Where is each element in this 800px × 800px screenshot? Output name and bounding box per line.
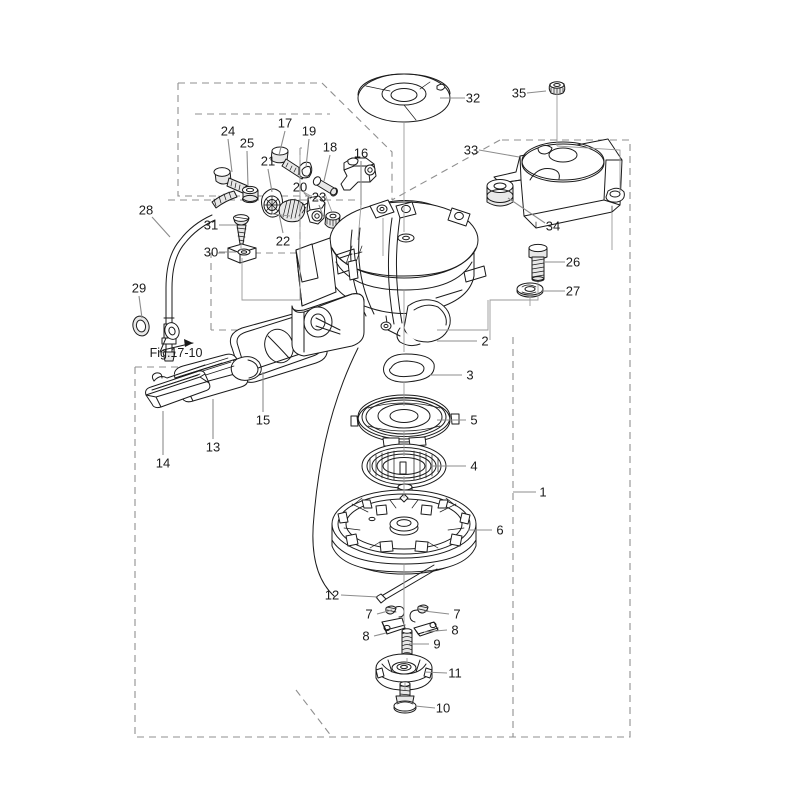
callout-number-handle-insert-cover: 14	[155, 455, 171, 471]
part-2-starter-housing	[291, 199, 487, 357]
part-32-drive-pulley	[357, 73, 451, 123]
part-34-rubber-bushing	[486, 179, 514, 207]
callout-number-hex-flange-bolt: 17	[277, 115, 293, 131]
callout-number-pulley-center-bolt: 10	[435, 700, 451, 716]
callout-number-housing-mount-washer: 27	[565, 283, 581, 299]
part-21-ratchet-cam-plate	[261, 188, 283, 218]
callout-number-ratchet-cam-plate: 21	[260, 153, 276, 169]
callout-number-cable-end-grommet: 29	[131, 280, 147, 296]
part-35-flange-nut	[548, 81, 566, 95]
callout-number-starter-rope-reel: 5	[470, 412, 478, 428]
part-18-spacer-collar	[312, 176, 338, 197]
callout-number-friction-plate-spring: 3	[466, 367, 474, 383]
callout-number-cover-flange-nut: 35	[511, 85, 527, 101]
part-12-starter-rope	[375, 564, 438, 604]
part-20-lever-link	[306, 195, 326, 225]
callout-number-starter-lock-lever: 16	[353, 145, 369, 161]
callout-number-cable-clamp-bracket: 30	[203, 244, 219, 260]
callout-number-starter-rope: 12	[324, 587, 340, 603]
part-10-center-bolt	[393, 681, 417, 714]
figure-reference-label: Fig.17-10	[149, 345, 203, 360]
callout-number-housing-mount-bolt: 26	[565, 254, 581, 270]
callout-number-recoil-starter-assembly-group: 1	[539, 484, 547, 500]
callout-number-starter-pulley-drum: 6	[496, 522, 504, 538]
callout-number-ratchet-pawl-left: 8	[362, 628, 370, 644]
callout-number-pawl-spring-left: 7	[365, 606, 373, 622]
part-3-friction-plate	[383, 353, 435, 383]
part-19-flat-washer	[298, 161, 313, 179]
part-25-bushing-sleeve	[242, 185, 259, 204]
callout-number-ratchet-guide-plate: 11	[448, 665, 462, 681]
callout-number-starter-cover-plate: 33	[463, 142, 479, 158]
callout-number-flat-washer-small: 19	[301, 123, 317, 139]
callout-number-bushing-sleeve: 25	[239, 135, 255, 151]
callout-number-recoil-spring: 4	[470, 458, 478, 474]
callout-number-pawl-spring-right: 7	[453, 606, 461, 622]
part-14-handle-insert	[145, 364, 211, 409]
part-5-rope-reel	[350, 394, 460, 447]
callout-number-lock-nut-small: 23	[311, 189, 327, 205]
part-7-pawl-spring-right	[409, 604, 429, 623]
callout-number-starter-control-cable: 28	[138, 202, 154, 218]
callout-number-coil-spring-torsion: 22	[275, 233, 291, 249]
callout-number-starter-handle-grip: 13	[205, 439, 221, 455]
callout-number-lever-arm-link: 20	[292, 179, 308, 195]
callout-number-handle-bracket-panel: 15	[255, 412, 271, 428]
part-11-ratchet-guide	[375, 653, 433, 691]
part-27-mount-washer	[516, 282, 544, 298]
cable-end-fitting	[159, 322, 180, 353]
callout-number-pivot-shoulder-bolt: 24	[220, 123, 236, 139]
callout-number-starter-drive-pulley: 32	[465, 90, 481, 106]
part-29-cable-grommet	[132, 315, 150, 337]
assembly-alignment-lines	[240, 94, 621, 690]
part-7-pawl-spring-left	[385, 605, 405, 618]
part-31-tapping-screw	[233, 214, 250, 245]
part-6-pulley-drum	[331, 489, 477, 575]
part-8-ratchet-pawl-right	[413, 621, 439, 637]
part-26-mount-bolt	[528, 243, 548, 282]
callout-number-cover-rubber-bushing: 34	[545, 218, 561, 234]
callout-number-ratchet-pawl-right: 8	[451, 622, 459, 638]
part-30-cable-clamp	[227, 243, 257, 264]
callout-number-starter-housing-case: 2	[481, 333, 489, 349]
part-16-lock-lever	[340, 157, 377, 191]
part-8-ratchet-pawl-left	[381, 617, 406, 635]
callout-number-return-spring: 9	[433, 636, 441, 652]
callout-number-clamp-tapping-screw: 31	[203, 217, 219, 233]
callout-number-spacer-collar-pin: 18	[322, 139, 338, 155]
part-33-cover-plate	[493, 138, 625, 229]
